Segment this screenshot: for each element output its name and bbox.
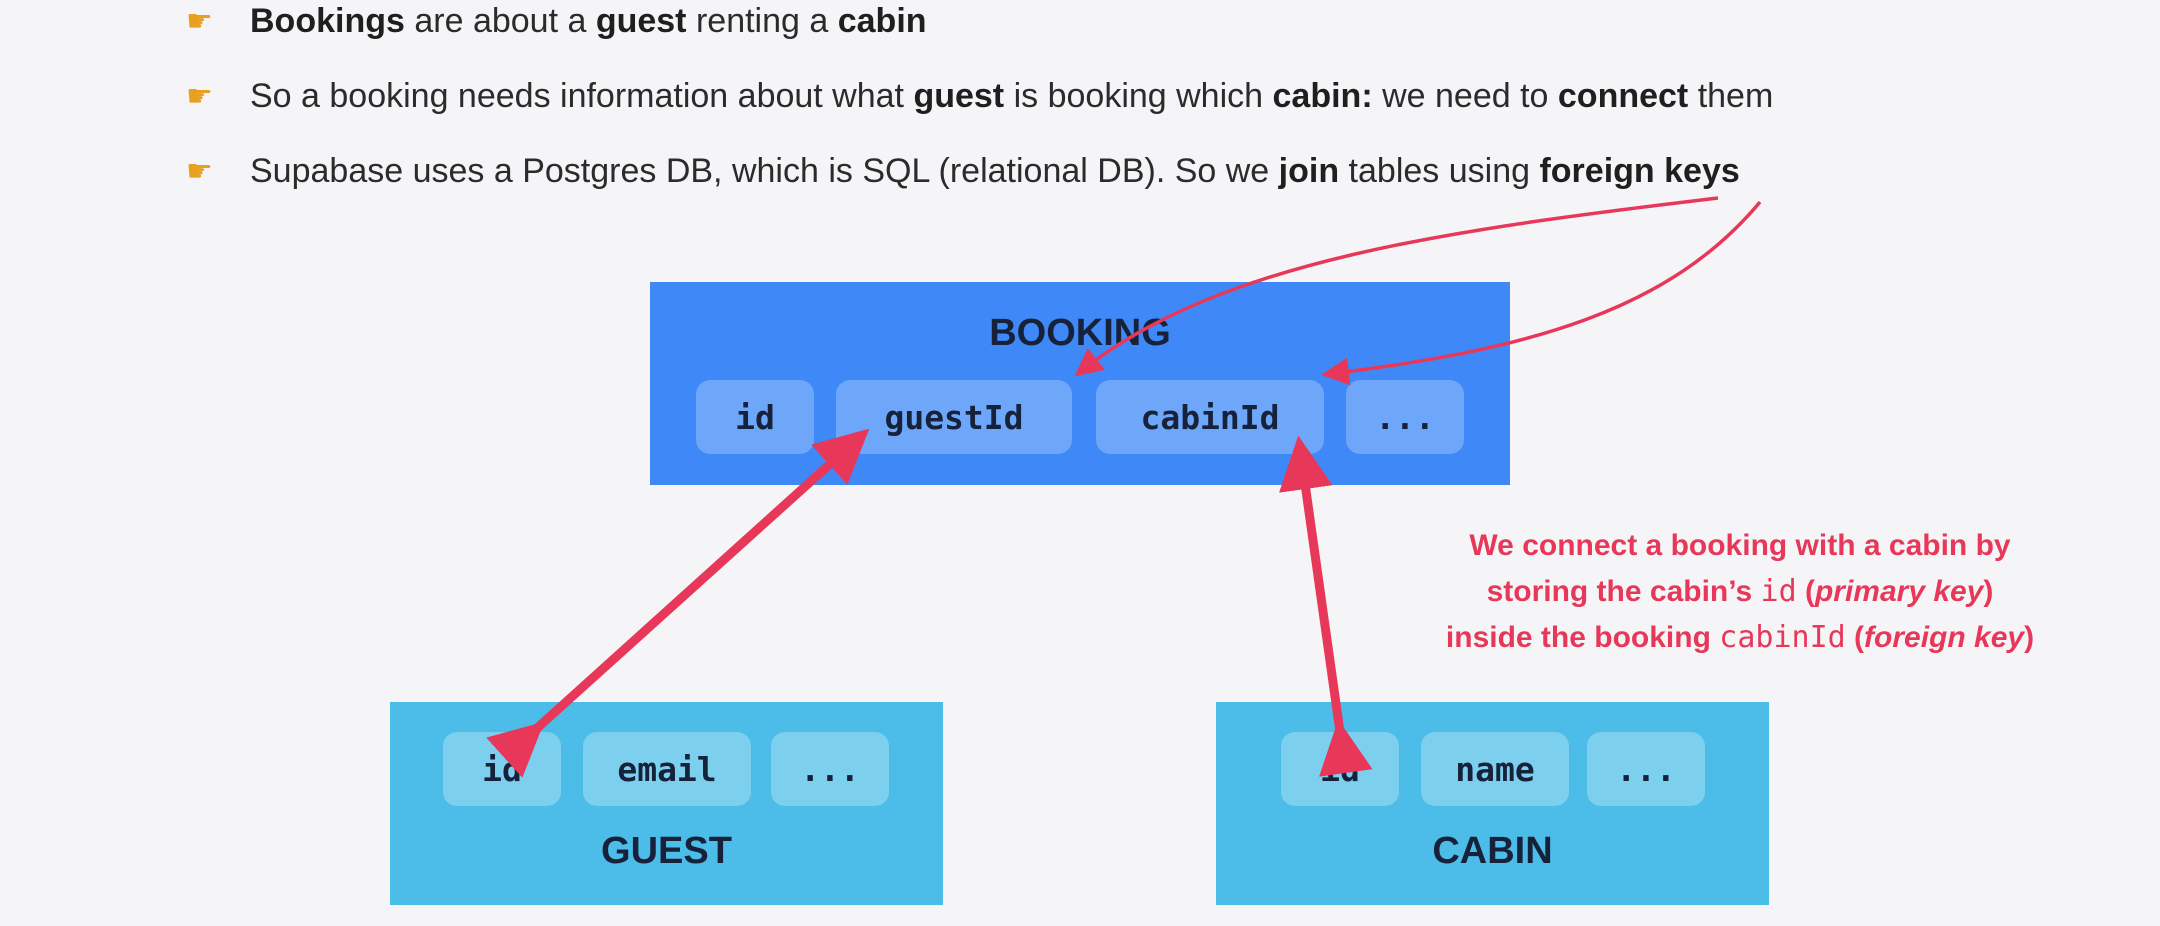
bullet-1-text: Bookings are about a guest renting a cab…: [250, 2, 927, 40]
pointing-hand-icon: ☛: [186, 155, 213, 188]
note-line-2: storing the cabin’s id (primary key): [1486, 574, 1994, 609]
bullet-3: ☛ Supabase uses a Postgres DB, which is …: [186, 152, 1740, 191]
foreign-key-arrow-1: [1074, 196, 1719, 377]
cabinid-arrow: [1279, 435, 1373, 777]
note-line-3: inside the booking cabinId (foreign key): [1445, 620, 2035, 655]
bullet-2-text: So a booking needs information about wha…: [250, 77, 1774, 115]
pointing-hand-icon: ☛: [186, 80, 213, 113]
guest-table-title: GUEST: [601, 830, 732, 872]
bullet-1: ☛ Bookings are about a guest renting a c…: [186, 2, 927, 41]
connection-note: We connect a booking with a cabin by sto…: [1380, 523, 2100, 661]
bullet-2: ☛ So a booking needs information about w…: [186, 77, 1773, 116]
cabin-table-title: CABIN: [1432, 830, 1553, 872]
pointing-hand-icon: ☛: [186, 5, 213, 38]
note-line-1: We connect a booking with a cabin by: [1469, 529, 2011, 562]
bullet-3-text: Supabase uses a Postgres DB, which is SQ…: [250, 152, 1740, 190]
foreign-key-arrow-2: [1321, 200, 1762, 386]
cabin-field-name: name: [1421, 732, 1569, 806]
guestid-arrow: [486, 428, 870, 778]
cabin-field-more: ...: [1587, 732, 1705, 806]
booking-field-guestid: guestId: [836, 380, 1072, 454]
